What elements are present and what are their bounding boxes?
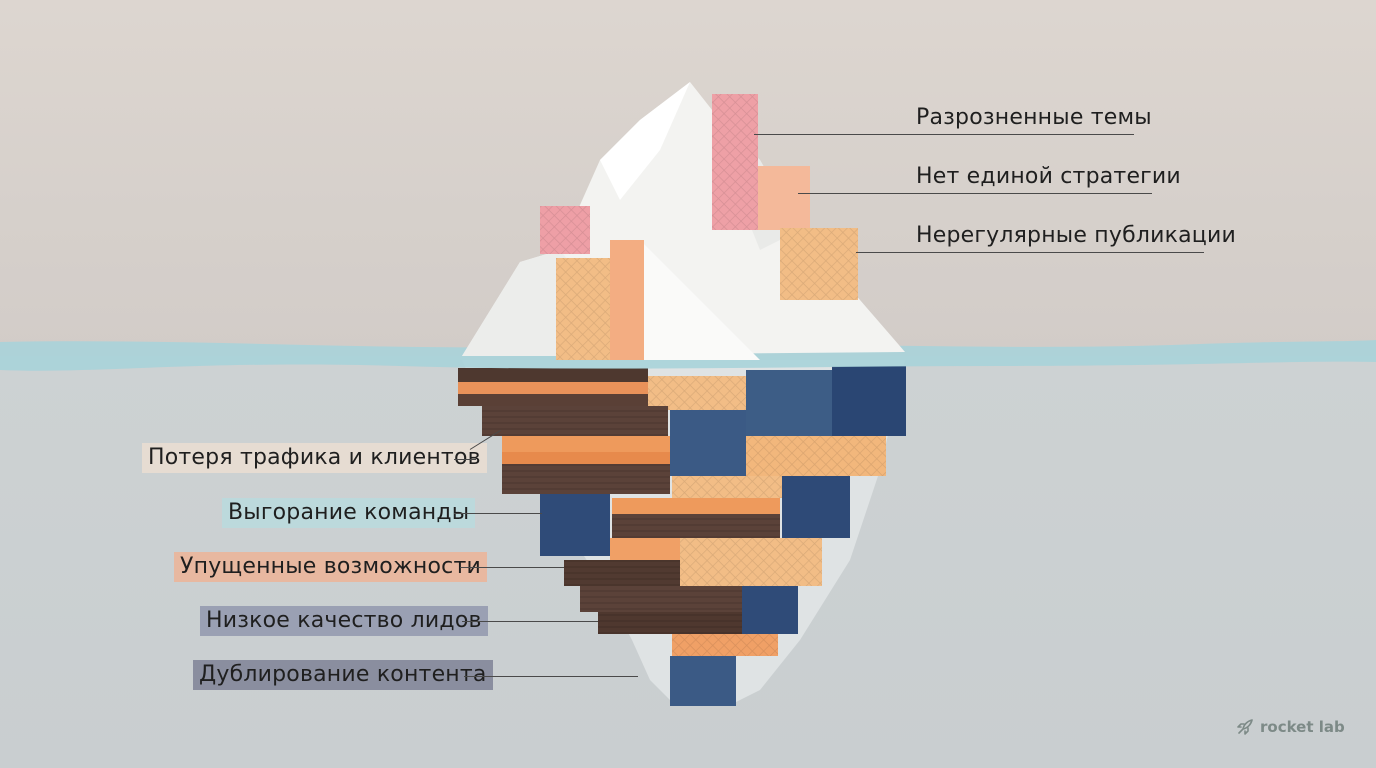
- underwater-blocks: [458, 366, 906, 706]
- label-duplicate-content: Дублирование контента: [193, 660, 493, 690]
- label-traffic-loss: Потеря трафика и клиентов: [142, 443, 487, 473]
- above-water-wafers: [540, 94, 858, 360]
- leader-line-irregular-posts: [856, 252, 1204, 253]
- brand-logo: rocket lab: [1236, 718, 1345, 736]
- label-missed-opportunities: Упущенные возможности: [174, 552, 487, 582]
- leader-line-no-strategy: [798, 193, 1152, 194]
- leader-line-missed-opportunities: [460, 567, 564, 568]
- iceberg-top: [462, 82, 905, 360]
- label-low-lead-quality: Низкое качество лидов: [200, 606, 488, 636]
- label-irregular-posts: Нерегулярные публикации: [916, 223, 1236, 248]
- leader-line-duplicate-content: [464, 676, 638, 677]
- leader-line-low-lead-quality: [462, 621, 598, 622]
- rocket-icon: [1237, 719, 1253, 735]
- leader-line-traffic-loss: [454, 459, 476, 460]
- leader-line-team-burnout: [454, 513, 542, 514]
- label-scattered-topics: Разрозненные темы: [916, 105, 1152, 130]
- leader-line-scattered-topics: [754, 134, 1134, 135]
- label-team-burnout: Выгорание команды: [222, 498, 476, 528]
- brand-name: rocket lab: [1260, 718, 1345, 736]
- label-no-strategy: Нет единой стратегии: [916, 164, 1181, 189]
